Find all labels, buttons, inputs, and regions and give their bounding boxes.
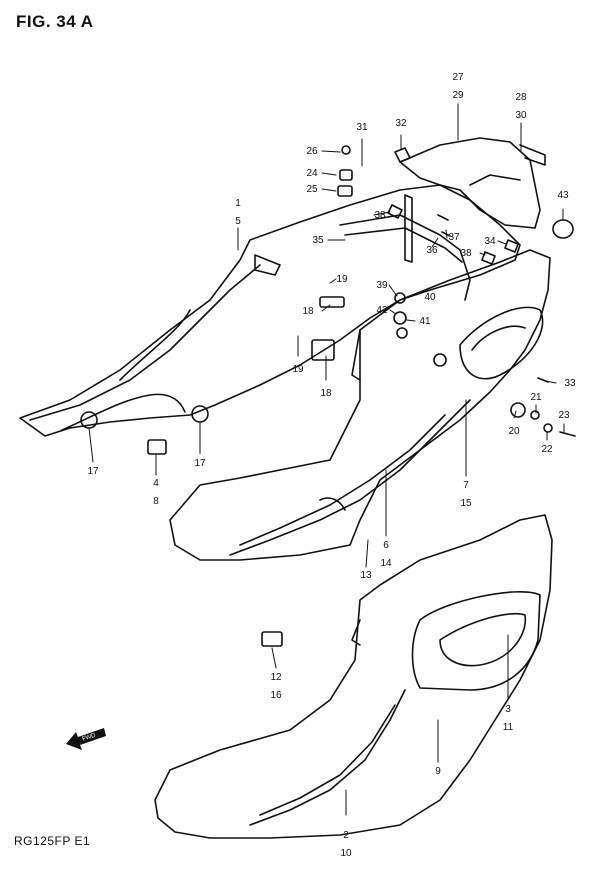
callout-label: 13 xyxy=(354,570,378,582)
callout-number: 22 xyxy=(541,444,553,455)
callout-label: 28 30 xyxy=(509,92,533,122)
callout-label: 33 xyxy=(558,378,582,390)
callout-label: 42 xyxy=(370,305,394,317)
callout-number: 26 xyxy=(306,146,318,157)
callout-label: 19 xyxy=(330,274,354,286)
callout-label: 17 xyxy=(188,458,212,470)
callout-number: 39 xyxy=(376,280,388,291)
callout-number: 16 xyxy=(270,690,282,701)
callout-number: 3 xyxy=(505,704,511,715)
callout-number: 10 xyxy=(340,848,352,859)
callout-label: 18 xyxy=(314,388,338,400)
callout-number: 28 xyxy=(515,92,527,103)
callout-number: 42 xyxy=(376,305,388,316)
callout-label: 43 xyxy=(551,190,575,202)
callout-label: 21 xyxy=(524,392,548,404)
callout-label: 19 xyxy=(286,364,310,376)
callout-number: 19 xyxy=(336,274,348,285)
callout-number: 21 xyxy=(530,392,542,403)
callout-label: 39 xyxy=(370,280,394,292)
callout-number: 24 xyxy=(306,168,318,179)
callout-number: 5 xyxy=(235,216,241,227)
callout-label: 41 xyxy=(413,316,437,328)
callout-label: 20 xyxy=(502,426,526,438)
callout-label: 32 xyxy=(389,118,413,130)
callout-label: 6 14 xyxy=(374,540,398,570)
grab-rail xyxy=(399,137,546,229)
callout-number: 38 xyxy=(460,248,472,259)
callout-number: 13 xyxy=(360,570,372,581)
callout-number: 2 xyxy=(343,830,349,841)
right-side-cover xyxy=(169,249,551,561)
callout-label: 25 xyxy=(300,184,324,196)
callout-label: 23 xyxy=(552,410,576,422)
callout-label: 3 11 xyxy=(496,704,520,734)
callout-number: 18 xyxy=(320,388,332,399)
callout-label: 35 xyxy=(306,235,330,247)
callout-number: 9 xyxy=(435,766,441,777)
callout-number: 4 xyxy=(153,478,159,489)
callout-label: 26 xyxy=(300,146,324,158)
callout-number: 33 xyxy=(564,378,576,389)
callout-number: 43 xyxy=(557,190,569,201)
forward-arrow-icon: FWD xyxy=(66,728,106,750)
callout-label: 34 xyxy=(478,236,502,248)
callout-number: 6 xyxy=(383,540,389,551)
callout-number: 30 xyxy=(515,110,527,121)
callout-label: 24 xyxy=(300,168,324,180)
callout-number: 23 xyxy=(558,410,570,421)
lower-side-cover xyxy=(154,514,553,839)
callout-number: 19 xyxy=(292,364,304,375)
callout-label: 7 15 xyxy=(454,480,478,510)
fwd-label: FWD xyxy=(82,733,97,743)
callout-number: 35 xyxy=(312,235,324,246)
callout-number: 7 xyxy=(463,480,469,491)
callout-number: 17 xyxy=(194,458,206,469)
callout-number: 36 xyxy=(426,245,438,256)
callout-label: 18 xyxy=(296,306,320,318)
callout-number: 41 xyxy=(419,316,431,327)
callout-number: 1 xyxy=(235,198,241,209)
callout-number: 25 xyxy=(306,184,318,195)
callout-number: 29 xyxy=(452,90,464,101)
callout-number: 40 xyxy=(424,292,436,303)
callout-number: 14 xyxy=(380,558,392,569)
callout-label: 27 29 xyxy=(446,72,470,102)
callout-number: 34 xyxy=(484,236,496,247)
callout-label: 38 xyxy=(368,210,392,222)
seat-tail-cover xyxy=(19,184,521,437)
callout-number: 38 xyxy=(374,210,386,221)
callout-number: 32 xyxy=(395,118,407,129)
callout-label: 17 xyxy=(81,466,105,478)
callout-number: 17 xyxy=(87,466,99,477)
callout-number: 31 xyxy=(356,122,368,133)
callout-label: 31 xyxy=(350,122,374,134)
figure-title: FIG. 34 A xyxy=(16,12,94,31)
callout-number: 20 xyxy=(508,426,520,437)
callout-number: 8 xyxy=(153,496,159,507)
leader-lines xyxy=(88,103,565,816)
callout-label: 9 xyxy=(426,766,450,778)
callout-number: 12 xyxy=(270,672,282,683)
callout-number: 11 xyxy=(502,722,514,733)
callout-label: 40 xyxy=(418,292,442,304)
callout-label: 38 xyxy=(454,248,478,260)
callout-number: 27 xyxy=(452,72,464,83)
callout-label: 22 xyxy=(535,444,559,456)
callout-number: 37 xyxy=(448,232,460,243)
seat-bracket xyxy=(339,194,471,301)
callout-label: 2 10 xyxy=(334,830,358,860)
callout-number: 15 xyxy=(460,498,472,509)
callout-label: 37 xyxy=(442,232,466,244)
callout-label: 36 xyxy=(420,245,444,257)
callout-number: 18 xyxy=(302,306,314,317)
model-code: RG125FP E1 xyxy=(14,834,91,848)
callout-label: 12 16 xyxy=(264,672,288,702)
